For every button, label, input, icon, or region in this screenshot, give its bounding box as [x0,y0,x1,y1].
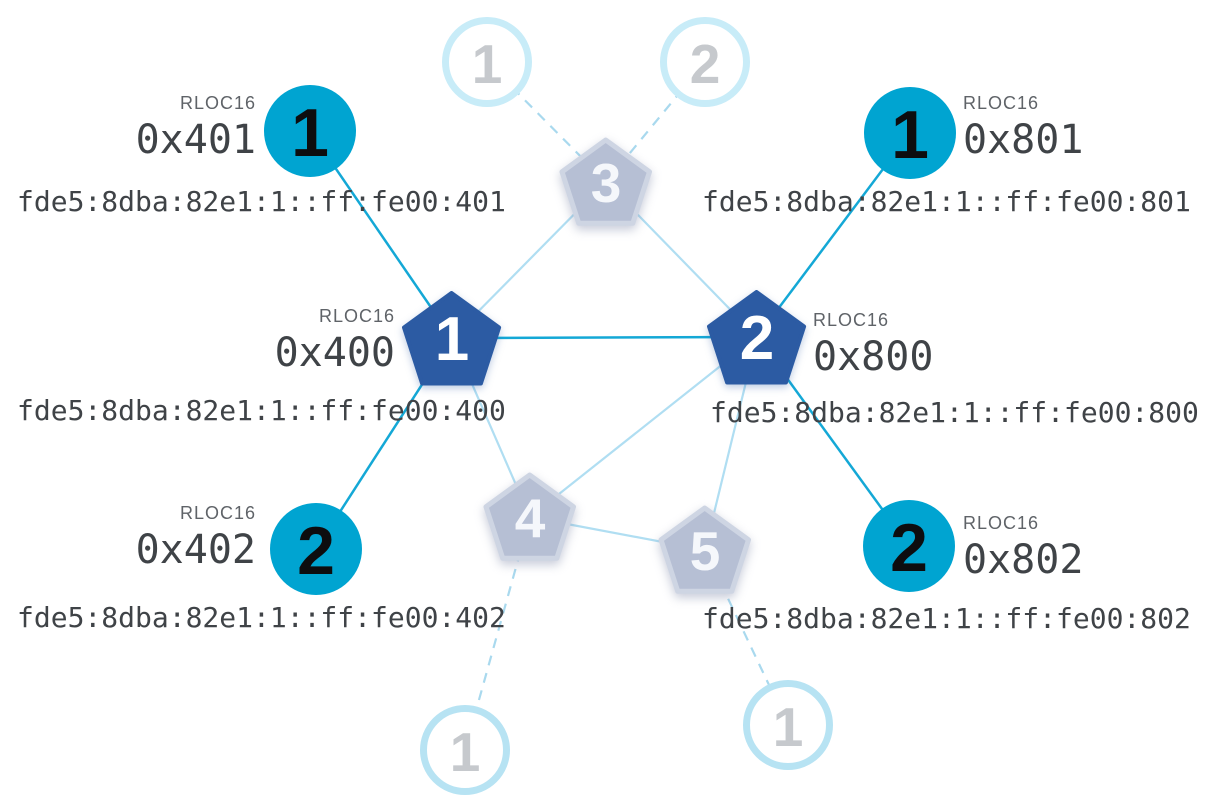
node-ghost-bottom-2[interactable]: 1 [743,680,833,770]
router-pentagon-icon [707,289,807,385]
router-pentagon-icon [402,290,502,386]
rloc16-label-child-801: RLOC16 0x801 [963,92,1083,162]
node-ghost-top-2[interactable]: 2 [660,17,750,107]
node-number: 2 [689,32,721,95]
rloc16-value: 0x400 [274,330,395,376]
rloc16-value: 0x800 [813,334,934,380]
node-number: 5 [689,520,721,583]
node-number: 3 [590,152,622,215]
ipv6-address-child-402: fde5:8dba:82e1:1::ff:fe00:402 [17,601,506,634]
rloc16-label-child-401: RLOC16 0x401 [136,92,256,162]
node-child-802[interactable]: 2 [863,500,955,592]
rloc16-title: RLOC16 [318,306,395,326]
node-number: 1 [291,95,329,171]
rloc16-value: 0x802 [963,537,1084,583]
node-router-3[interactable]: 3 [559,137,653,227]
node-router-1[interactable]: 1 [402,290,502,386]
node-router-2[interactable]: 2 [707,289,807,385]
rloc16-value: 0x402 [135,527,256,573]
node-number: 4 [514,487,546,550]
node-ghost-top-1[interactable]: 1 [442,17,532,107]
rloc16-label-child-402: RLOC16 0x402 [136,502,256,572]
node-child-402[interactable]: 2 [270,503,362,595]
node-ghost-bottom-1[interactable]: 1 [420,705,510,795]
rloc16-title: RLOC16 [813,310,890,330]
rloc16-title: RLOC16 [963,93,1040,113]
rloc16-title: RLOC16 [179,93,256,113]
link-router-1-router-2 [451,335,758,340]
ipv6-address-router-1: fde5:8dba:82e1:1::ff:fe00:400 [17,394,506,427]
link-router-5-ghost-bottom-2 [704,549,789,726]
rloc16-label-child-802: RLOC16 0x802 [963,512,1083,582]
node-number: 1 [449,720,481,783]
ipv6-address-child-401: fde5:8dba:82e1:1::ff:fe00:401 [17,185,506,218]
link-router-4-router-2 [529,336,758,518]
node-child-801[interactable]: 1 [864,87,956,179]
node-number: 1 [471,32,503,95]
mesh-router-pentagon-icon [483,472,577,562]
rloc16-value: 0x401 [135,117,256,163]
node-router-5[interactable]: 5 [658,505,752,595]
node-number: 1 [891,97,929,173]
node-number: 2 [890,510,928,586]
ipv6-address-router-2: fde5:8dba:82e1:1::ff:fe00:800 [710,396,1199,429]
rloc16-title: RLOC16 [963,513,1040,533]
node-number: 2 [297,513,335,589]
node-child-401[interactable]: 1 [264,85,356,177]
ipv6-address-child-801: fde5:8dba:82e1:1::ff:fe00:801 [702,185,1191,218]
node-number: 1 [434,304,470,374]
node-router-4[interactable]: 4 [483,472,577,562]
rloc16-value: 0x801 [963,117,1084,163]
node-number: 1 [772,695,804,758]
rloc16-label-router-2: RLOC16 0x800 [813,309,933,379]
mesh-router-pentagon-icon [559,137,653,227]
rloc16-title: RLOC16 [179,503,256,523]
ipv6-address-child-802: fde5:8dba:82e1:1::ff:fe00:802 [702,602,1191,635]
rloc16-label-router-1: RLOC16 0x400 [275,305,395,375]
mesh-router-pentagon-icon [658,505,752,595]
node-number: 2 [739,303,775,373]
